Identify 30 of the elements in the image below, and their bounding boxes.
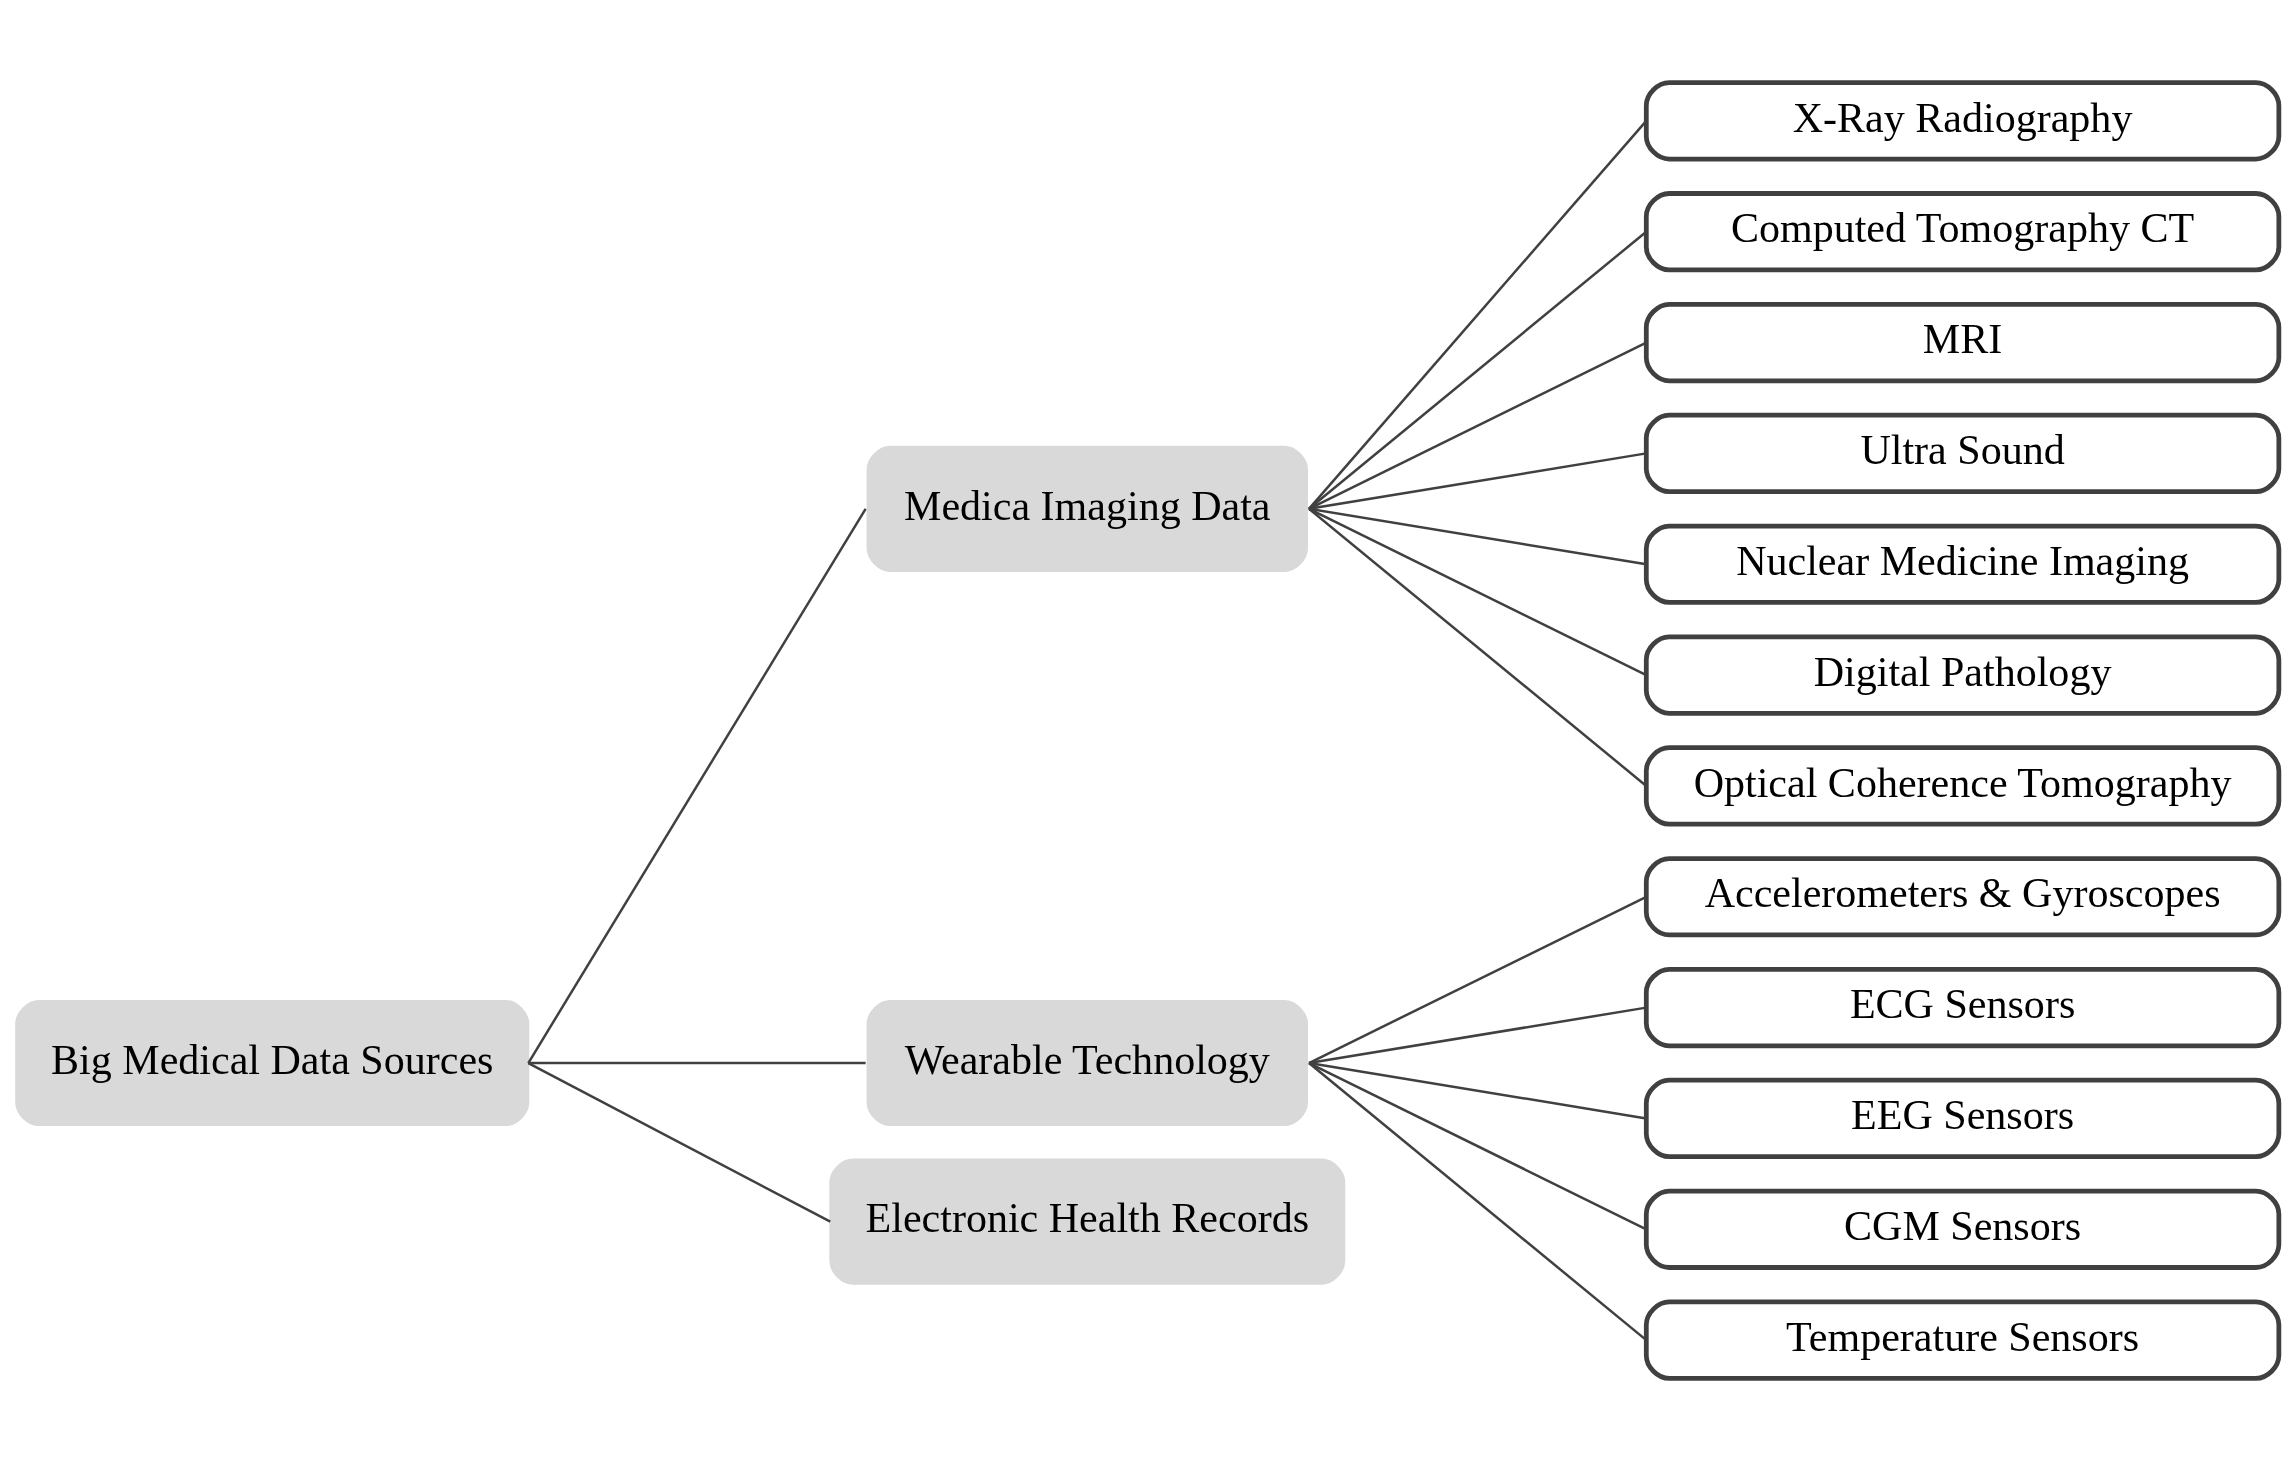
node-box: Accelerometers & Gyroscopes [1643,855,2282,937]
connector [1308,119,1648,510]
node-box: Ultra Sound [1643,412,2282,494]
connector [1308,1061,1647,1230]
connector [1308,507,1647,676]
node-box: ECG Sensors [1643,966,2282,1048]
node-box: Computed Tomography CT [1643,190,2282,272]
connector [1308,895,1647,1064]
node-box: Digital Pathology [1643,633,2282,716]
node-box: Electronic Health Records [829,1158,1346,1285]
connector [1308,507,1648,787]
node-box: Wearable Technology [866,999,1309,1126]
node-box: EEG Sensors [1643,1077,2282,1159]
connector [1308,507,1647,565]
connector [1308,1005,1647,1064]
node-box: Temperature Sensors [1643,1299,2282,1381]
connector [1308,1061,1647,1120]
connector [527,507,867,1064]
node-box: Big Medical Data Sources [15,999,530,1126]
node-box: Nuclear Medicine Imaging [1643,523,2282,605]
node-box: CGM Sensors [1643,1188,2282,1270]
node-box: MRI [1643,301,2282,383]
node-box: Optical Coherence Tomography [1643,744,2282,827]
connector [1308,230,1648,510]
node-box: X-Ray Radiography [1643,79,2282,161]
connector [1308,340,1647,510]
connector [1308,1061,1648,1341]
node-box: Medica Imaging Data [866,445,1309,572]
connector [528,1061,866,1064]
connector [527,1061,831,1223]
